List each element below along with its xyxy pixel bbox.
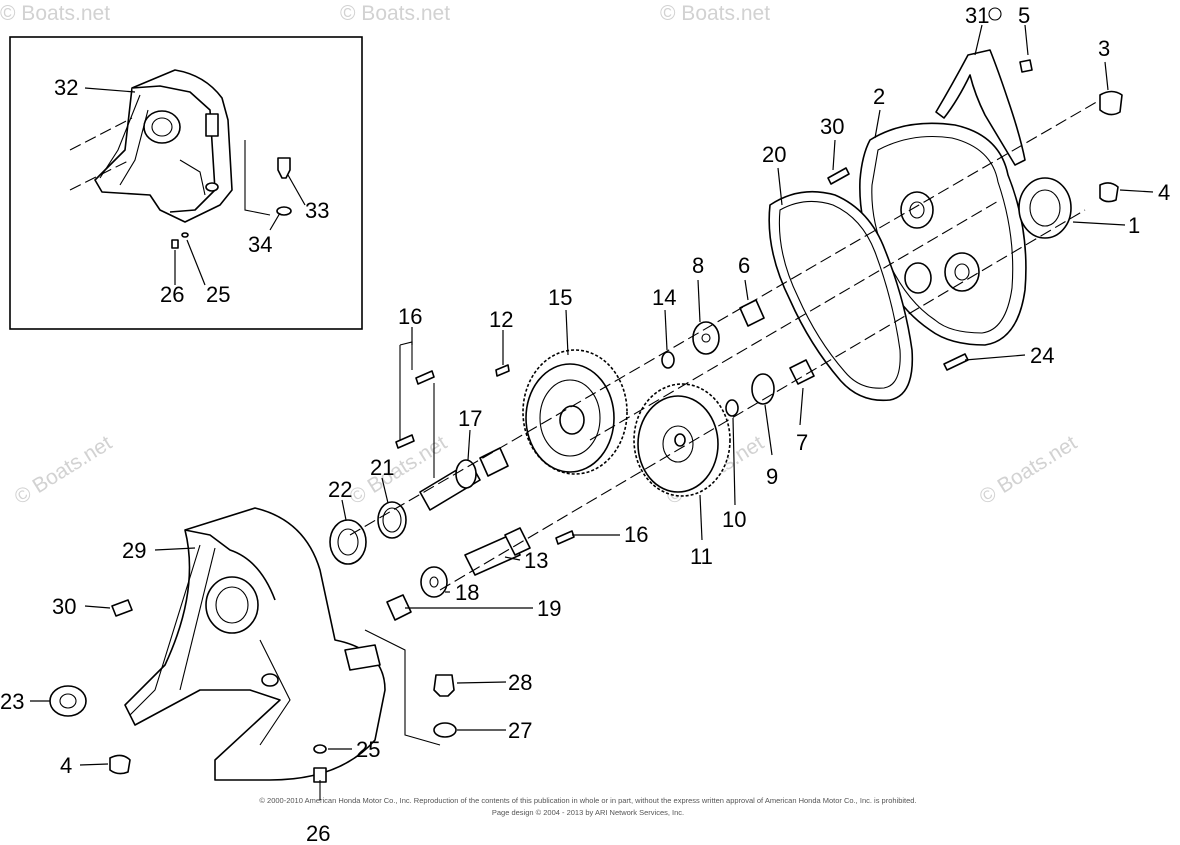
callout-25: 25 <box>356 737 380 762</box>
callout-19: 19 <box>537 596 561 621</box>
key-16-mid <box>395 434 415 449</box>
callout-2: 2 <box>873 84 885 109</box>
bearing-7 <box>789 359 815 385</box>
dowel-pin-24 <box>943 353 969 371</box>
rear-cover-2 <box>859 122 1027 346</box>
seal-23 <box>49 685 87 717</box>
bushing-19 <box>386 594 412 621</box>
callout-8: 8 <box>692 253 704 278</box>
cap-3 <box>1099 90 1123 116</box>
watermark: © Boats.net <box>10 431 116 509</box>
shaft-13 <box>464 527 531 576</box>
callout-4: 4 <box>1158 180 1170 205</box>
ring-21 <box>377 501 407 539</box>
callout-17: 17 <box>458 406 482 431</box>
leader-lines <box>30 24 1154 766</box>
inset-frame <box>9 36 363 330</box>
washer-34 <box>276 206 292 216</box>
copyright-line: © 2000-2010 American Honda Motor Co., In… <box>259 796 916 805</box>
callout-11: 11 <box>690 544 713 569</box>
callout-16: 16 <box>624 522 648 547</box>
watermark: © Boats.net <box>340 2 450 25</box>
bracket-31 <box>935 7 1026 166</box>
axis-line <box>589 199 1001 441</box>
gear-15 <box>522 349 628 475</box>
pin-30-lower <box>111 599 133 617</box>
cap-4-right <box>1099 182 1119 203</box>
key-12 <box>495 364 510 377</box>
callout-15: 15 <box>548 285 572 310</box>
watermark: © Boats.net <box>975 431 1081 509</box>
circlip-10 <box>725 399 739 417</box>
bearing-22 <box>329 519 367 565</box>
washer-25 <box>313 744 327 754</box>
bearing-6 <box>739 299 765 327</box>
callout-24: 24 <box>1030 343 1054 368</box>
callout-29: 29 <box>122 538 146 563</box>
callout-18: 18 <box>455 580 479 605</box>
callout-4: 4 <box>60 753 72 778</box>
callout-12: 12 <box>489 307 513 332</box>
callout-26: 26 <box>306 821 330 845</box>
page-design-credit: Page design © 2004 - 2013 by ARI Network… <box>492 808 684 817</box>
callout-30: 30 <box>52 594 76 619</box>
axis-line <box>439 209 1086 591</box>
callout-9: 9 <box>766 464 778 489</box>
washer-18 <box>420 566 448 598</box>
washer-8 <box>692 321 720 355</box>
callout-21: 21 <box>370 455 394 480</box>
callout-6: 6 <box>738 253 750 278</box>
seal-1 <box>1018 177 1072 239</box>
housing-32-drawing <box>94 69 233 223</box>
axis-line <box>69 117 133 151</box>
key-16-upper <box>415 370 435 385</box>
callout-13: 13 <box>524 548 548 573</box>
washer-25-inset <box>181 232 189 238</box>
callout-5: 5 <box>1018 3 1030 28</box>
plug-28 <box>433 674 455 697</box>
callout-3: 3 <box>1098 36 1110 61</box>
plug-33 <box>277 157 291 179</box>
callout-27: 27 <box>508 718 532 743</box>
watermark: © Boats.net <box>0 2 110 25</box>
callout-31: 31 <box>965 3 989 28</box>
callout-30: 30 <box>820 114 844 139</box>
callout-20: 20 <box>762 142 786 167</box>
gasket-20 <box>768 190 914 402</box>
key-16-lower <box>555 530 575 545</box>
gear-11 <box>633 383 731 497</box>
axis-line <box>69 159 131 191</box>
inset-detail <box>9 36 363 330</box>
callout-14: 14 <box>652 285 676 310</box>
callout-32: 32 <box>54 75 78 100</box>
dowel-pin-30-upper <box>827 167 850 185</box>
callout-25: 25 <box>206 282 230 307</box>
callout-34: 34 <box>248 232 272 257</box>
callout-16: 16 <box>398 304 422 329</box>
bolt-26 <box>313 767 327 783</box>
housing-29 <box>124 507 386 781</box>
washer-27 <box>433 722 457 738</box>
circlip-14 <box>661 351 675 369</box>
callout-28: 28 <box>508 670 532 695</box>
callout-10: 10 <box>722 507 746 532</box>
bolt-5 <box>1019 59 1033 73</box>
callout-26: 26 <box>160 282 184 307</box>
callout-23: 23 <box>0 689 24 714</box>
cap-4-left <box>109 754 131 775</box>
watermark: © Boats.net <box>660 2 770 25</box>
callout-33: 33 <box>305 198 329 223</box>
axis-line <box>349 99 1101 536</box>
callouts: 1 2 3 4 4 5 6 7 8 9 10 11 12 13 14 15 16… <box>0 3 1170 845</box>
callout-22: 22 <box>328 477 352 502</box>
callout-1: 1 <box>1128 213 1140 238</box>
bolt-26-inset <box>171 239 179 249</box>
callout-7: 7 <box>796 430 808 455</box>
